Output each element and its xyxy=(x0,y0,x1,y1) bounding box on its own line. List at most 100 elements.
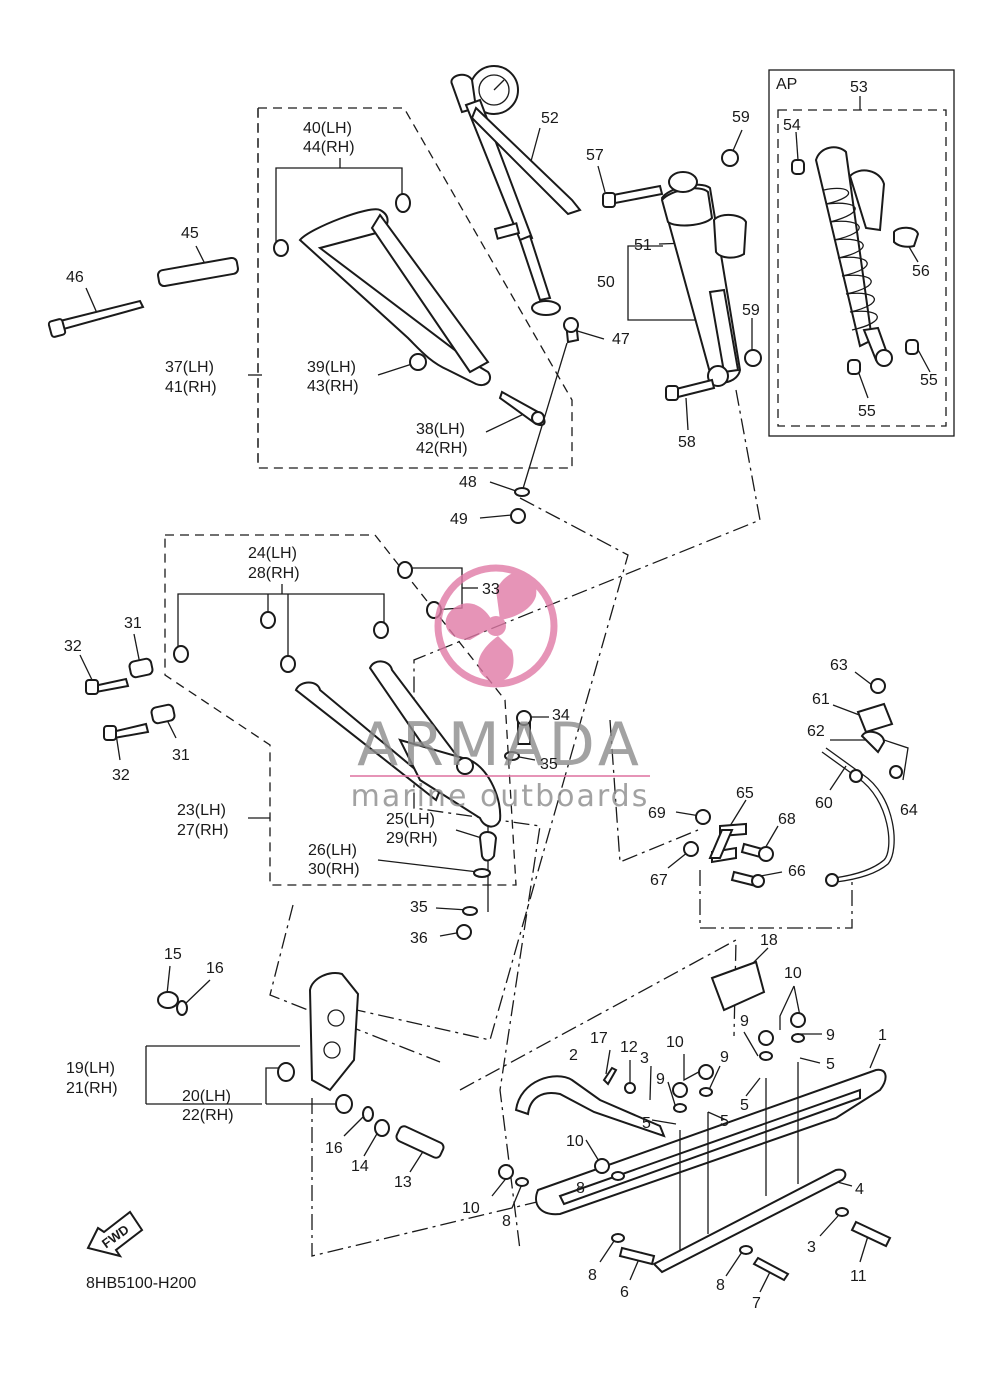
callout-26: 26(LH) xyxy=(308,842,357,859)
bushing-20 xyxy=(277,1062,295,1082)
shock-absorber-50 xyxy=(510,149,762,524)
callout-42: 42(RH) xyxy=(416,440,468,457)
callout-55b: 55 xyxy=(858,403,876,420)
callout-4: 4 xyxy=(855,1181,864,1198)
callout-24: 24(LH) xyxy=(248,545,297,562)
ball-joint-25 xyxy=(478,831,498,862)
callout-63: 63 xyxy=(830,657,848,674)
callout-8d: 8 xyxy=(716,1277,725,1294)
lower-a-arm-assembly xyxy=(85,561,532,940)
callout-8b: 8 xyxy=(502,1213,511,1230)
callout-64: 64 xyxy=(900,802,918,819)
nut-10d xyxy=(698,1064,714,1080)
callout-46: 46 xyxy=(66,269,84,286)
bushing-44 xyxy=(273,239,289,257)
callout-13: 13 xyxy=(394,1174,412,1191)
steering-linkage xyxy=(683,678,903,888)
bolt-32a xyxy=(92,677,130,694)
callout-53: 53 xyxy=(850,79,868,96)
ap-shock-53 xyxy=(791,146,920,375)
bolt-32b xyxy=(110,722,150,740)
callout-27: 27(RH) xyxy=(177,822,229,839)
nut-10b xyxy=(594,1158,610,1174)
callout-38: 38(LH) xyxy=(416,421,465,438)
callout-3b: 3 xyxy=(807,1239,816,1256)
callout-65: 65 xyxy=(736,785,754,802)
nut-67 xyxy=(683,841,699,857)
callout-60: 60 xyxy=(815,795,833,812)
handle-2 xyxy=(514,1075,666,1138)
nut-10a xyxy=(498,1164,514,1180)
callout-48: 48 xyxy=(459,474,477,491)
stopper-18 xyxy=(710,960,766,1012)
callout-43: 43(RH) xyxy=(307,378,359,395)
callout-22: 22(RH) xyxy=(182,1107,234,1124)
callout-52: 52 xyxy=(541,110,559,127)
clip-12 xyxy=(624,1082,636,1094)
callout-57: 57 xyxy=(586,147,604,164)
pin-17 xyxy=(602,1066,618,1086)
callout-20: 20(LH) xyxy=(182,1088,231,1105)
callout-30: 30(RH) xyxy=(308,861,360,878)
callout-59b: 59 xyxy=(742,302,760,319)
washer-3 xyxy=(835,1207,849,1217)
callout-6: 6 xyxy=(620,1284,629,1301)
callout-66: 66 xyxy=(788,863,806,880)
callout-59a: 59 xyxy=(732,109,750,126)
callout-55a: 55 xyxy=(920,372,938,389)
callout-45: 45 xyxy=(181,225,199,242)
sleeve-51 xyxy=(712,214,748,259)
callout-5c: 5 xyxy=(642,1115,651,1132)
callout-labels: 40(LH)44(RH)454637(LH)41(RH)39(LH)43(RH)… xyxy=(64,79,938,1312)
bolt-11 xyxy=(850,1220,892,1248)
callout-36: 36 xyxy=(410,930,428,947)
ski-assembly xyxy=(157,960,892,1282)
nut-10f xyxy=(790,1012,806,1028)
callout-44: 44(RH) xyxy=(303,139,355,156)
callout-31a: 31 xyxy=(124,615,142,632)
callout-15: 15 xyxy=(164,946,182,963)
callout-12: 12 xyxy=(620,1039,638,1056)
callout-16a: 16 xyxy=(206,960,224,977)
nut-69 xyxy=(695,809,711,825)
sleeve-56 xyxy=(893,226,920,248)
bushing-55a xyxy=(847,359,861,375)
callout-40: 40(LH) xyxy=(303,120,352,137)
callout-10b: 10 xyxy=(666,1034,684,1051)
callout-2: 2 xyxy=(569,1047,578,1064)
callout-9c: 9 xyxy=(656,1071,665,1088)
washer-35b xyxy=(462,906,478,916)
callout-3a: 3 xyxy=(640,1050,649,1067)
callout-5d: 5 xyxy=(720,1113,729,1130)
callout-5a: 5 xyxy=(740,1097,749,1114)
callout-19: 19(LH) xyxy=(66,1060,115,1077)
ap-box-label: AP xyxy=(776,76,797,93)
catalog-code: 8HB5100-H200 xyxy=(86,1275,196,1292)
sleeve-45 xyxy=(157,256,239,288)
callout-10d: 10 xyxy=(462,1200,480,1217)
callout-35b: 35 xyxy=(410,899,428,916)
callout-23: 23(LH) xyxy=(177,802,226,819)
callout-29: 29(RH) xyxy=(386,830,438,847)
watermark-brand: ARMADA xyxy=(357,710,643,780)
watermark-logo: ARMADA marine outboards xyxy=(350,564,650,814)
callout-39: 39(LH) xyxy=(307,359,356,376)
sleeve-31a xyxy=(128,657,154,679)
callout-10a: 10 xyxy=(784,965,802,982)
group-outlines xyxy=(164,69,955,886)
callout-9b: 9 xyxy=(826,1027,835,1044)
bushing-54 xyxy=(791,159,805,175)
bushing-14 xyxy=(374,1119,390,1137)
washer-48 xyxy=(514,487,530,497)
clamp-61 xyxy=(856,702,894,734)
bushing-55b xyxy=(905,339,919,355)
bolt-6 xyxy=(618,1246,656,1266)
callout-18: 18 xyxy=(760,932,778,949)
bushing-40 xyxy=(395,193,411,213)
callout-49: 49 xyxy=(450,511,468,528)
nut-10e xyxy=(758,1030,774,1046)
callout-67: 67 xyxy=(650,872,668,889)
pin-13 xyxy=(395,1125,445,1159)
washer-16b xyxy=(362,1106,374,1122)
